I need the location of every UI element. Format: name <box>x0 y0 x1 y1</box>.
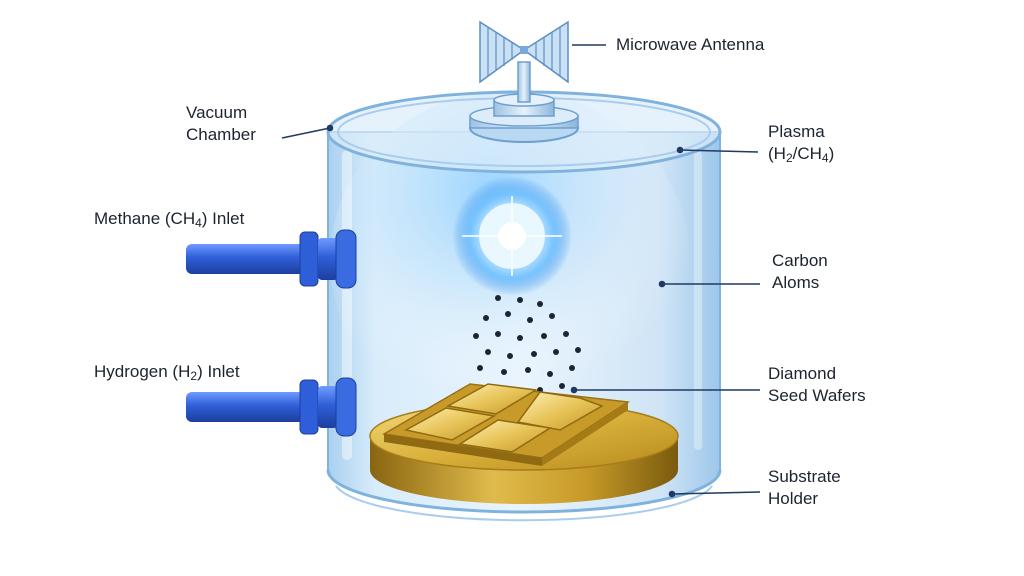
carbon-atom-dot <box>549 313 555 319</box>
carbon-atom-dot <box>575 347 581 353</box>
antenna-mast <box>517 61 531 103</box>
glass-highlight-right <box>694 150 702 450</box>
carbon-atom-dot <box>495 331 501 337</box>
carbon-atom-dot <box>525 367 531 373</box>
wafer-1 <box>445 383 539 415</box>
carbon-atom-dot <box>501 369 507 375</box>
carbon-atom-dot <box>473 333 479 339</box>
carbon-atom-dot <box>517 297 523 303</box>
carbon-atom-dot <box>507 353 513 359</box>
chamber-base-lip <box>335 485 713 522</box>
microwave-antenna <box>479 20 569 84</box>
diamond-seed-wafers <box>381 383 631 466</box>
leader-plasma <box>679 149 759 153</box>
carbon-atom-dot <box>485 349 491 355</box>
carbon-atom-dot <box>553 349 559 355</box>
carbon-atom-dot <box>477 365 483 371</box>
carbon-atom-dot <box>483 315 489 321</box>
leader-substrate-holder <box>671 491 761 495</box>
carbon-atom-dot <box>531 351 537 357</box>
carbon-atom-dot <box>527 317 533 323</box>
hydrogen-inlet-pipe <box>186 377 357 437</box>
carbon-atom-dot <box>563 331 569 337</box>
carbon-atom-dot <box>505 311 511 317</box>
methane-inlet-pipe <box>186 229 357 289</box>
chamber-base-front <box>326 469 722 514</box>
carbon-atom-dot <box>517 335 523 341</box>
plasma-sparkle <box>462 196 562 276</box>
wafer-4 <box>457 419 553 453</box>
label-hydrogen-inlet: Hydrogen (H2) Inlet <box>94 362 240 383</box>
carbon-atom-dot <box>537 301 543 307</box>
wafer-2 <box>516 391 604 431</box>
label-substrate-holder: Substrate Holder <box>768 467 841 508</box>
leader-lines <box>281 44 761 498</box>
carbon-atom-dot <box>541 333 547 339</box>
wafer-3 <box>403 407 497 441</box>
carbon-atom-dot <box>569 365 575 371</box>
label-carbon-atoms: Carbon Aloms <box>772 251 828 292</box>
carbon-atom-dot <box>559 383 565 389</box>
carbon-atom-dot <box>547 371 553 377</box>
label-plasma: Plasma (H2/CH4) <box>768 122 835 165</box>
leader-vacuum-chamber <box>281 127 331 139</box>
label-methane-inlet: Methane (CH4) Inlet <box>94 209 245 230</box>
label-microwave-antenna: Microwave Antenna <box>616 35 765 54</box>
carbon-atom-dot <box>495 295 501 301</box>
label-diamond-seed-wafers: Diamond Seed Wafers <box>768 364 866 405</box>
label-vacuum-chamber: Vacuum Chamber <box>186 103 256 144</box>
